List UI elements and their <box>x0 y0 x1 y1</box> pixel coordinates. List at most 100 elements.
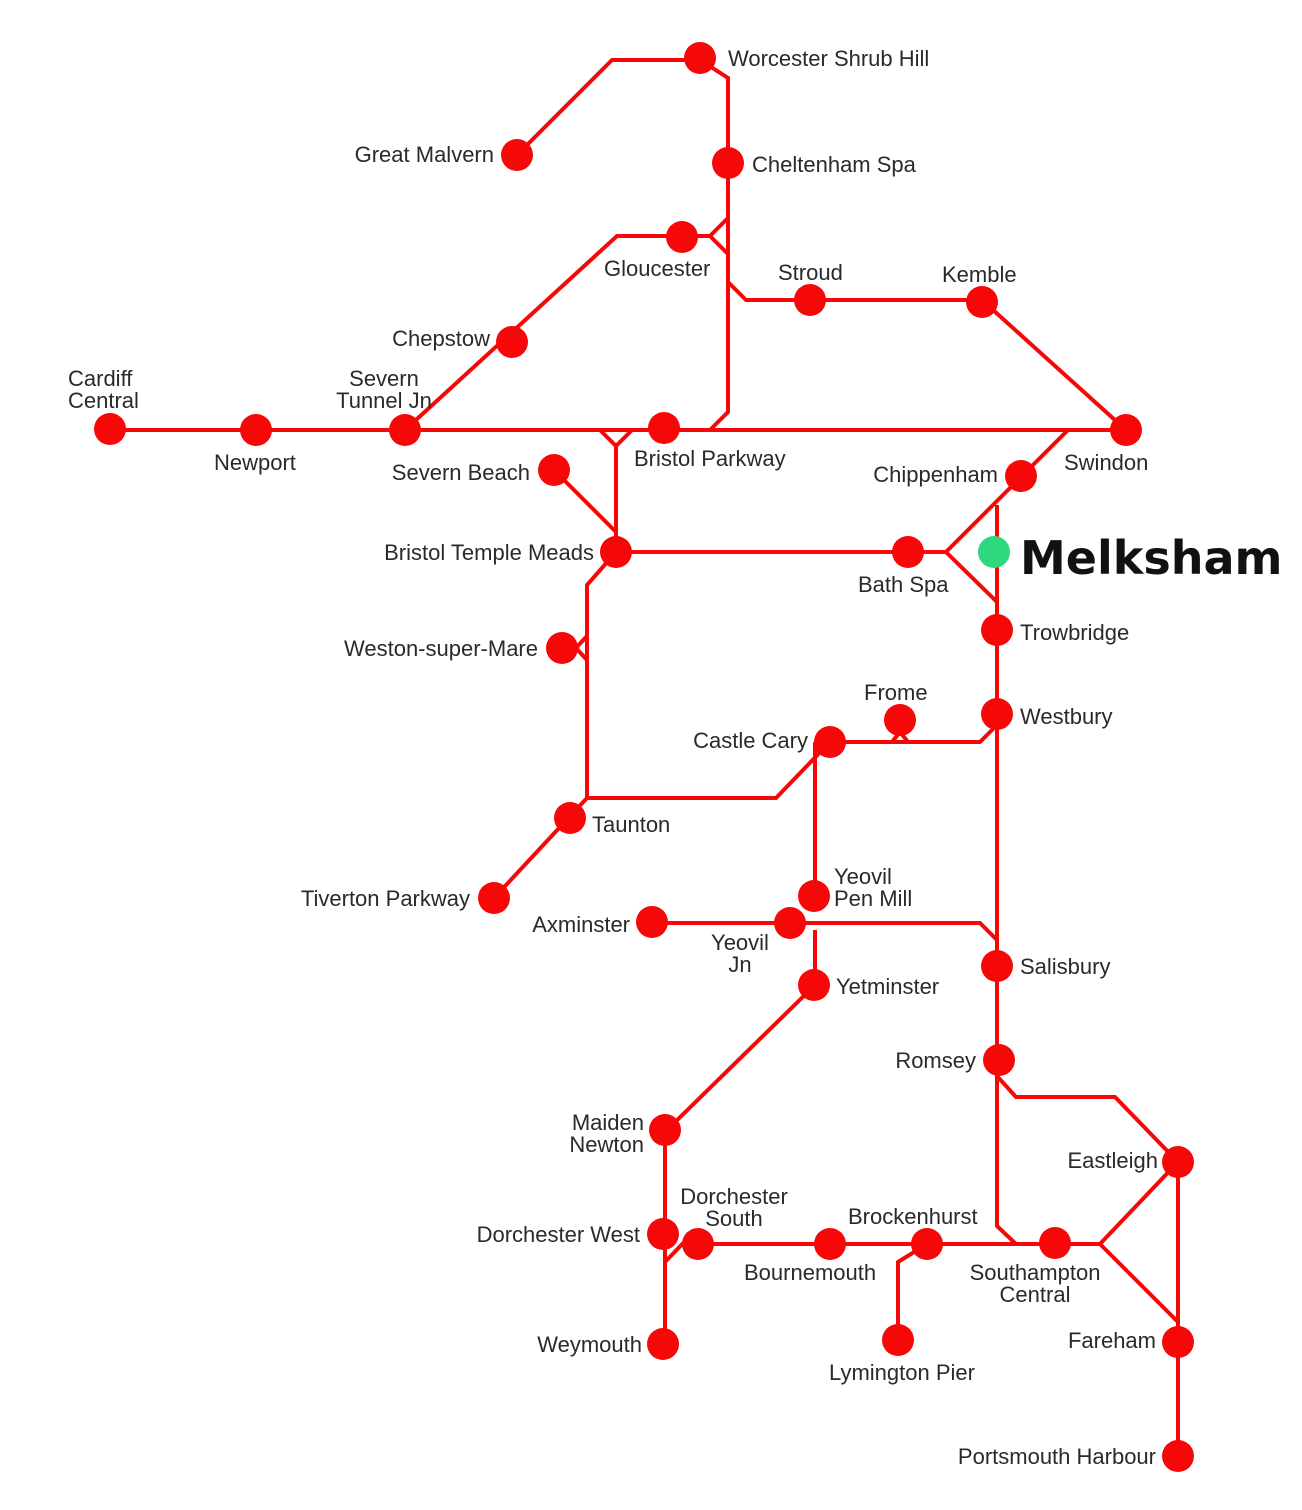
station-label-line: Central <box>68 388 139 413</box>
station-label-line: Yetminster <box>836 974 939 999</box>
station-taunton[interactable] <box>554 802 586 834</box>
station-yeovil-jn[interactable] <box>774 907 806 939</box>
station-label-line: Cardiff <box>68 366 133 391</box>
station-label-line: Stroud <box>778 260 843 285</box>
station-salisbury[interactable] <box>981 950 1013 982</box>
station-label-lymington-pier: Lymington Pier <box>829 1360 975 1385</box>
track-romsey-eastleigh <box>995 1074 1180 1164</box>
station-severn-beach[interactable] <box>538 454 570 486</box>
station-label-salisbury: Salisbury <box>1020 954 1110 979</box>
station-label-line: Fareham <box>1068 1328 1156 1353</box>
station-great-malvern[interactable] <box>501 139 533 171</box>
station-label-bournemouth: Bournemouth <box>744 1260 876 1285</box>
station-worcester-shrub-hill[interactable] <box>684 42 716 74</box>
station-frome[interactable] <box>884 704 916 736</box>
station-label-chepstow: Chepstow <box>392 326 490 351</box>
station-label-line: Great Malvern <box>355 142 494 167</box>
station-romsey[interactable] <box>983 1044 1015 1076</box>
melksham-label: Melksham <box>1020 531 1282 585</box>
station-label-line: Newton <box>569 1132 644 1157</box>
station-label-gloucester: Gloucester <box>604 256 710 281</box>
station-label-portsmouth-harbour: Portsmouth Harbour <box>958 1444 1156 1469</box>
track-malvern-worcester <box>515 58 730 432</box>
station-label-line: Severn <box>349 366 419 391</box>
station-label-bristol-temple-meads: Bristol Temple Meads <box>384 540 594 565</box>
station-label-line: Pen Mill <box>834 886 912 911</box>
station-weymouth[interactable] <box>647 1328 679 1360</box>
station-label-line: Southampton <box>970 1260 1101 1285</box>
station-weston-super-mare[interactable] <box>546 632 578 664</box>
station-label-line: Yeovil <box>711 930 769 955</box>
station-stroud[interactable] <box>794 284 826 316</box>
station-bath-spa[interactable] <box>892 536 924 568</box>
station-label-line: Trowbridge <box>1020 620 1129 645</box>
station-chippenham[interactable] <box>1005 460 1037 492</box>
station-yeovil-pen-mill[interactable] <box>798 880 830 912</box>
station-label-line: South <box>705 1206 763 1231</box>
station-label-line: Brockenhurst <box>848 1204 978 1229</box>
station-label-frome: Frome <box>864 680 928 705</box>
station-kemble[interactable] <box>966 286 998 318</box>
station-label-line: Eastleigh <box>1067 1148 1158 1173</box>
station-lymington-pier[interactable] <box>882 1324 914 1356</box>
station-label-line: Bristol Temple Meads <box>384 540 594 565</box>
station-dorchester-west[interactable] <box>647 1218 679 1250</box>
station-label-line: Tiverton Parkway <box>301 886 470 911</box>
station-label-line: Castle Cary <box>693 728 808 753</box>
station-label-line: Jn <box>728 952 751 977</box>
station-label-bath-spa: Bath Spa <box>858 572 949 597</box>
station-label-line: Tunnel Jn <box>336 388 432 413</box>
station-label-line: Yeovil <box>834 864 892 889</box>
station-label-axminster: Axminster <box>532 912 630 937</box>
station-yetminster[interactable] <box>798 969 830 1001</box>
station-chepstow[interactable] <box>496 326 528 358</box>
melksham-highlight-marker[interactable] <box>978 536 1010 568</box>
station-label-tiverton-parkway: Tiverton Parkway <box>301 886 470 911</box>
station-axminster[interactable] <box>636 906 668 938</box>
station-southampton-central[interactable] <box>1039 1227 1071 1259</box>
station-portsmouth-harbour[interactable] <box>1162 1440 1194 1472</box>
station-label-line: Cheltenham Spa <box>752 152 917 177</box>
station-swindon[interactable] <box>1110 414 1142 446</box>
station-brockenhurst[interactable] <box>911 1228 943 1260</box>
station-bristol-parkway[interactable] <box>648 412 680 444</box>
station-bristol-temple-meads[interactable] <box>600 536 632 568</box>
station-label-westbury: Westbury <box>1020 704 1113 729</box>
station-label-line: Dorchester West <box>477 1222 640 1247</box>
station-label-chippenham: Chippenham <box>873 462 998 487</box>
station-label-taunton: Taunton <box>592 812 670 837</box>
station-label-line: Weston-super-Mare <box>344 636 538 661</box>
station-label-line: Worcester Shrub Hill <box>728 46 929 71</box>
station-severn-tunnel-jn[interactable] <box>389 414 421 446</box>
station-label-castle-cary: Castle Cary <box>693 728 808 753</box>
track-fareham-triangle <box>1097 1160 1180 1324</box>
station-castle-cary[interactable] <box>814 726 846 758</box>
station-label-kemble: Kemble <box>942 262 1017 287</box>
station-tiverton-parkway[interactable] <box>478 882 510 914</box>
station-cardiff-central[interactable] <box>94 413 126 445</box>
station-maiden-newton[interactable] <box>649 1114 681 1146</box>
station-fareham[interactable] <box>1162 1326 1194 1358</box>
station-eastleigh[interactable] <box>1162 1146 1194 1178</box>
station-label-line: Axminster <box>532 912 630 937</box>
station-label-line: Frome <box>864 680 928 705</box>
station-label-line: Weymouth <box>537 1332 642 1357</box>
station-label-line: Salisbury <box>1020 954 1110 979</box>
station-trowbridge[interactable] <box>981 614 1013 646</box>
station-gloucester[interactable] <box>666 221 698 253</box>
station-label-line: Newport <box>214 450 296 475</box>
station-label-swindon: Swindon <box>1064 450 1148 475</box>
station-dorchester-south[interactable] <box>682 1228 714 1260</box>
station-bournemouth[interactable] <box>814 1228 846 1260</box>
station-westbury[interactable] <box>981 698 1013 730</box>
station-cheltenham-spa[interactable] <box>712 147 744 179</box>
station-label-line: Bristol Parkway <box>634 446 786 471</box>
station-newport[interactable] <box>240 414 272 446</box>
station-label-line: Bournemouth <box>744 1260 876 1285</box>
station-label-fareham: Fareham <box>1068 1328 1156 1353</box>
